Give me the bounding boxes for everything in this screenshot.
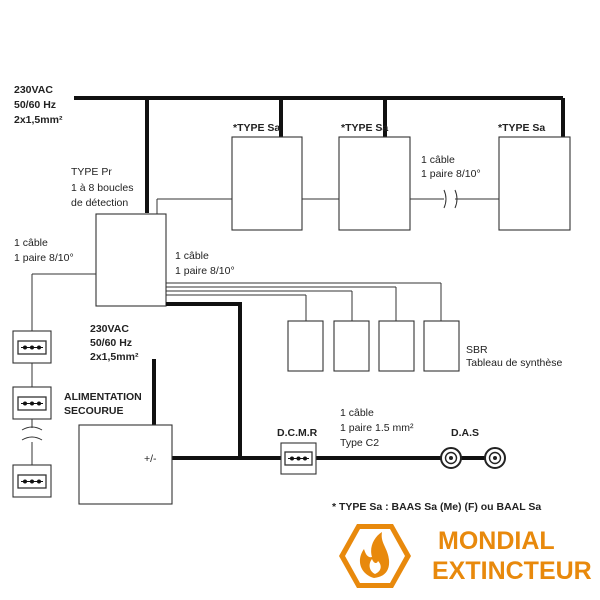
cable-right-line: 1 paire 8/10° xyxy=(421,168,481,180)
manual-call-point-icon xyxy=(12,386,52,420)
das-terminal-icon xyxy=(440,447,462,469)
cable-bottom-label: 1 câble 1 paire 1.5 mm² Type C2 xyxy=(340,407,416,449)
mains-top-line: 230VAC xyxy=(14,84,53,96)
type-sa-box-3 xyxy=(498,136,571,231)
mains-top-label: 230VAC 50/60 Hz 2x1,5mm² xyxy=(14,84,63,126)
type-sa-box-1 xyxy=(231,136,303,231)
power-wires xyxy=(152,302,485,460)
mains-mid-line: 2x1,5mm² xyxy=(90,351,139,363)
flame-logo-icon xyxy=(339,524,411,588)
sbr-panel-1 xyxy=(287,320,324,372)
manual-call-point-icon xyxy=(12,464,52,498)
cable-right-line: 1 câble xyxy=(421,154,455,166)
das-label: D.A.S xyxy=(451,427,479,439)
dcmr-label: D.C.M.R xyxy=(277,427,318,439)
mains-top-line: 50/60 Hz xyxy=(14,99,56,111)
alimentation-line: SECOURUE xyxy=(64,405,124,417)
cable-mid-line: 1 câble xyxy=(175,250,209,262)
type-pr-line: 1 à 8 boucles xyxy=(71,182,133,194)
cable-mid-label: 1 câble 1 paire 8/10° xyxy=(175,250,235,277)
sbr-panel-2 xyxy=(333,320,370,372)
brand-name-line1: MONDIAL xyxy=(438,527,555,555)
sbr-subtitle: Tableau de synthèse xyxy=(466,357,562,369)
cable-bottom-line: Type C2 xyxy=(340,437,379,449)
das-terminal-icon xyxy=(484,447,506,469)
type-pr-line: de détection xyxy=(71,197,128,209)
manual-call-point-icon xyxy=(12,330,52,364)
cable-mid-line: 1 paire 8/10° xyxy=(175,265,235,277)
type-pr-box xyxy=(95,213,167,307)
detection-loop-wire xyxy=(21,273,96,465)
mains-mid-label: 230VAC 50/60 Hz 2x1,5mm² xyxy=(90,323,139,363)
alimentation-line: ALIMENTATION xyxy=(64,391,142,403)
mains-top-line: 2x1,5mm² xyxy=(14,114,63,126)
type-sa-label-2: *TYPE Sa xyxy=(341,122,388,134)
sbr-signal-wires xyxy=(166,282,442,321)
brand-name-line2: EXTINCTEUR xyxy=(432,557,592,585)
sa-signal-bus xyxy=(156,189,499,214)
mains-mid-line: 230VAC xyxy=(90,323,129,335)
cable-right-label: 1 câble 1 paire 8/10° xyxy=(421,154,481,180)
mains-bus xyxy=(74,96,565,213)
type-sa-label-1: *TYPE Sa xyxy=(233,122,280,134)
footnote: * TYPE Sa : BAAS Sa (Me) (F) ou BAAL Sa xyxy=(332,501,541,513)
alimentation-label: ALIMENTATION SECOURUE xyxy=(64,391,145,417)
sbr-label: SBR Tableau de synthèse xyxy=(466,344,562,369)
type-pr-title: TYPE Pr xyxy=(71,166,112,178)
mains-mid-line: 50/60 Hz xyxy=(90,337,132,349)
cable-left-label: 1 câble 1 paire 8/10° xyxy=(14,237,74,264)
cable-bottom-line: 1 paire 1.5 mm² xyxy=(340,422,414,434)
cable-bottom-line: 1 câble xyxy=(340,407,374,419)
type-sa-label-3: *TYPE Sa xyxy=(498,122,545,134)
type-pr-label: TYPE Pr 1 à 8 boucles de détection xyxy=(71,166,136,209)
cable-left-line: 1 paire 8/10° xyxy=(14,252,74,264)
alimentation-box xyxy=(78,424,173,505)
plus-minus-label: +/- xyxy=(144,453,157,465)
type-sa-box-2 xyxy=(338,136,411,231)
cable-left-line: 1 câble xyxy=(14,237,48,249)
dcmr-device-icon xyxy=(280,442,317,475)
sbr-title: SBR xyxy=(466,344,488,356)
sbr-panel-3 xyxy=(378,320,415,372)
sbr-panel-4 xyxy=(423,320,460,372)
